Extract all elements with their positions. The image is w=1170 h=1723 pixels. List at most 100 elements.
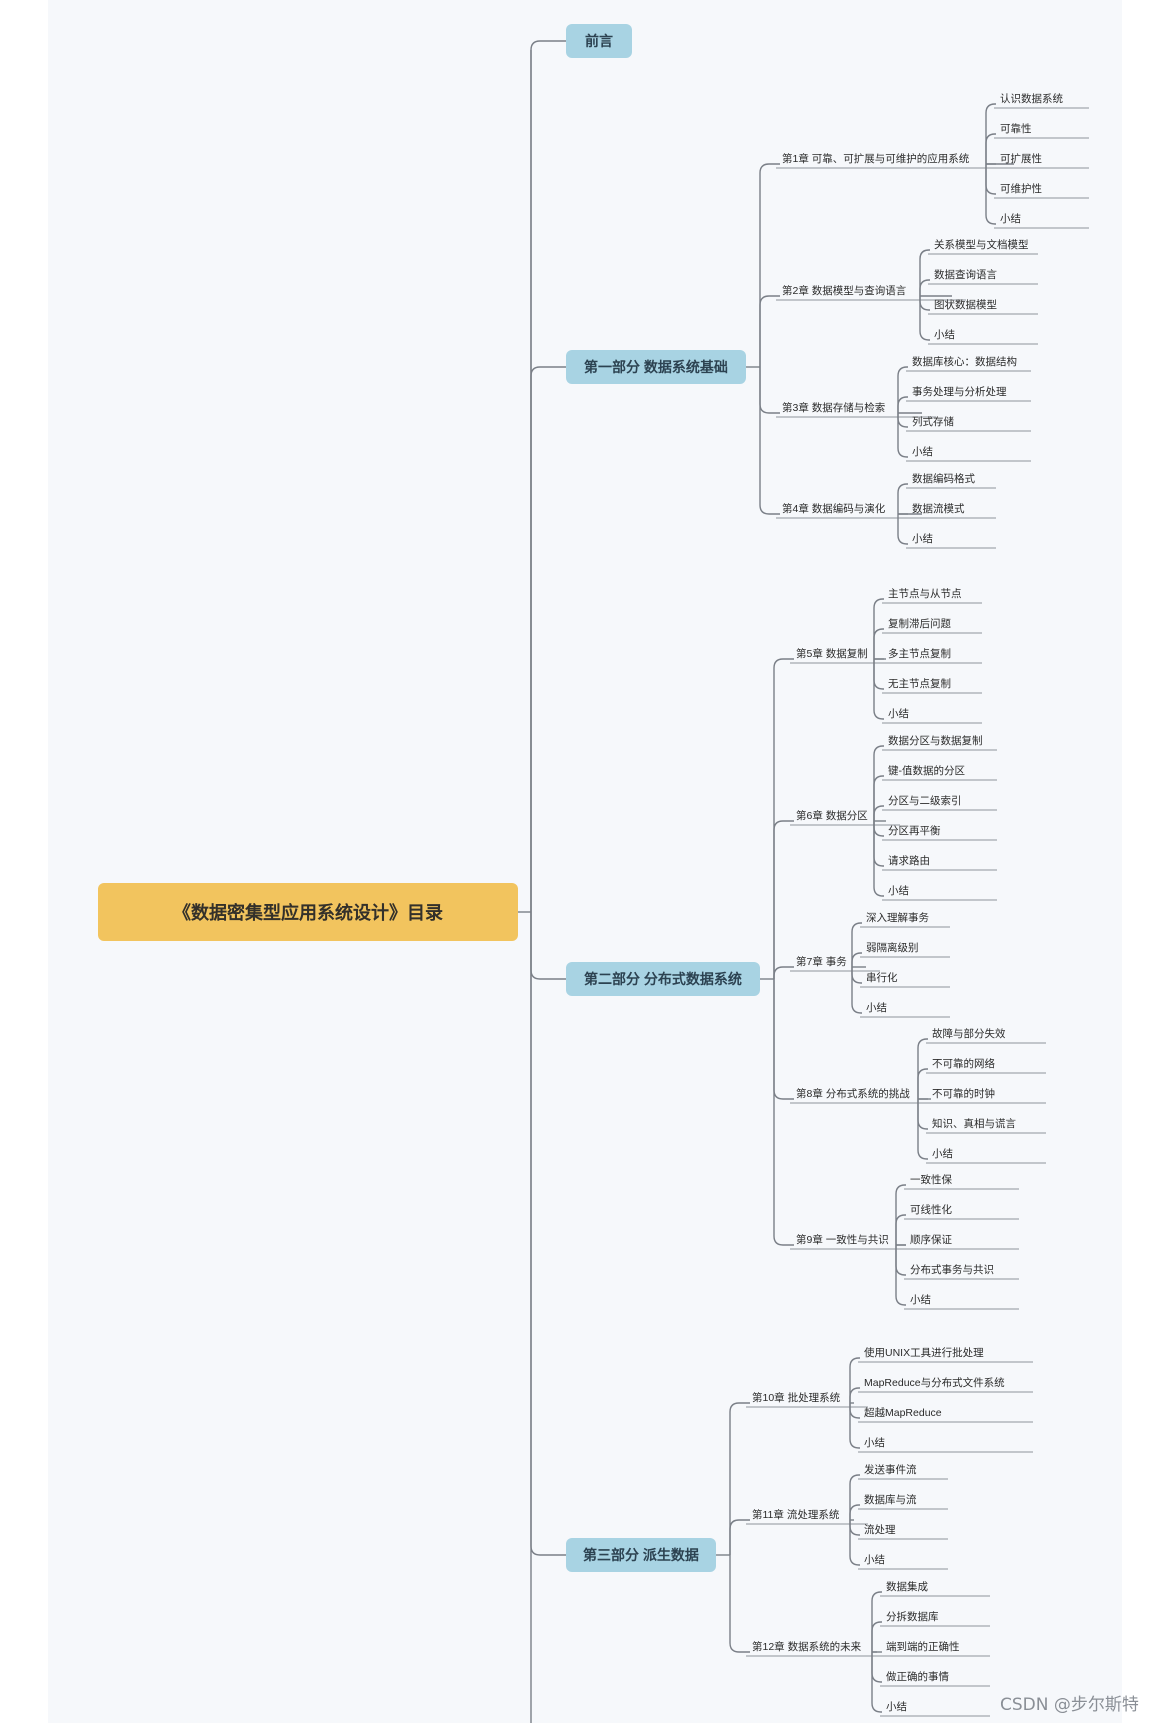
section-node[interactable]: 多主节点复制 (888, 648, 951, 660)
section-node[interactable]: 认识数据系统 (1000, 93, 1063, 105)
chapter-node[interactable]: 第3章 数据存储与检索 (782, 402, 886, 414)
section-node[interactable]: 事务处理与分析处理 (912, 386, 1007, 398)
section-node[interactable]: 深入理解事务 (866, 912, 929, 924)
section-node[interactable]: 分布式事务与共识 (910, 1264, 994, 1276)
section-node[interactable]: 主节点与从节点 (888, 588, 962, 600)
section-node[interactable]: 超越MapReduce (864, 1407, 942, 1419)
connector-section (873, 775, 884, 821)
section-node[interactable]: 数据查询语言 (934, 269, 997, 281)
section-node[interactable]: 数据库与流 (864, 1494, 917, 1506)
section-node[interactable]: 键-值数据的分区 (888, 765, 965, 777)
section-node[interactable]: 弱隔离级别 (866, 942, 919, 954)
section-node[interactable]: 做正确的事情 (886, 1671, 949, 1683)
connector-section (871, 1621, 882, 1652)
part-node-2[interactable]: 第二部分 分布式数据系统 (566, 962, 760, 996)
connector-part-2 (530, 912, 566, 980)
section-node[interactable]: 可线性化 (910, 1204, 952, 1216)
connector-chapter (759, 367, 780, 515)
preface-node[interactable]: 前言 (566, 24, 632, 58)
section-node[interactable]: 小结 (864, 1554, 885, 1566)
part-node-3[interactable]: 第三部分 派生数据 (566, 1538, 716, 1572)
connector-chapter (729, 1519, 750, 1555)
section-node[interactable]: 请求路由 (888, 855, 930, 867)
connector-section (849, 1520, 860, 1536)
connector-section (985, 133, 996, 164)
section-node[interactable]: 无主节点复制 (888, 678, 951, 690)
section-node[interactable]: 小结 (864, 1437, 885, 1449)
connector-section (851, 967, 862, 1014)
section-node[interactable]: 小结 (1000, 213, 1021, 225)
section-node[interactable]: 端到端的正确性 (886, 1641, 960, 1653)
part-node-1[interactable]: 第一部分 数据系统基础 (566, 350, 746, 384)
chapter-node[interactable]: 第11章 流处理系统 (752, 1509, 840, 1521)
connector-section (985, 103, 996, 164)
section-node[interactable]: 数据集成 (886, 1581, 928, 1593)
section-node[interactable]: 小结 (886, 1701, 907, 1713)
section-node[interactable]: 小结 (934, 329, 955, 341)
section-node[interactable]: 流处理 (864, 1524, 896, 1536)
connector-section (873, 821, 884, 837)
chapter-node[interactable]: 第8章 分布式系统的挑战 (796, 1088, 910, 1100)
chapter-node[interactable]: 第5章 数据复制 (796, 648, 868, 660)
section-node[interactable]: 串行化 (866, 972, 898, 984)
section-node[interactable]: 可靠性 (1000, 123, 1032, 135)
connector-chapter (773, 966, 794, 979)
section-node[interactable]: 小结 (866, 1002, 887, 1014)
section-node[interactable]: 关系模型与文档模型 (934, 239, 1029, 251)
section-node[interactable]: 知识、真相与谎言 (932, 1118, 1016, 1130)
connector-chapter (729, 1555, 750, 1653)
connector-section (873, 821, 884, 897)
section-node[interactable]: 可扩展性 (1000, 153, 1042, 165)
connector-section (871, 1591, 882, 1652)
connector-section (897, 366, 908, 413)
connector-section (895, 1245, 906, 1306)
section-node[interactable]: 小结 (932, 1148, 953, 1160)
connector-section (985, 164, 996, 225)
chapter-node[interactable]: 第6章 数据分区 (796, 810, 868, 822)
section-node[interactable]: 使用UNIX工具进行批处理 (864, 1347, 984, 1359)
section-node[interactable]: 故障与部分失效 (932, 1028, 1006, 1040)
connector-chapter (773, 820, 794, 979)
section-node[interactable]: 数据分区与数据复制 (888, 735, 983, 747)
section-node[interactable]: 小结 (888, 708, 909, 720)
connector-section (897, 396, 908, 413)
chapter-node[interactable]: 第4章 数据编码与演化 (782, 503, 886, 515)
chapter-node[interactable]: 第12章 数据系统的未来 (752, 1641, 862, 1653)
section-node[interactable]: 分区与二级索引 (888, 795, 962, 807)
connector-section (897, 413, 908, 428)
section-node[interactable]: 分区再平衡 (888, 825, 941, 837)
section-node[interactable]: 数据流模式 (912, 503, 965, 515)
section-node[interactable]: 小结 (910, 1294, 931, 1306)
connector-section (851, 922, 862, 967)
section-node[interactable]: 不可靠的网络 (932, 1058, 995, 1070)
section-node[interactable]: 不可靠的时钟 (932, 1088, 995, 1100)
chapter-node[interactable]: 第9章 一致性与共识 (796, 1234, 889, 1246)
connector-section (897, 483, 908, 514)
section-node[interactable]: 复制滞后问题 (888, 618, 951, 630)
chapter-node[interactable]: 第10章 批处理系统 (752, 1392, 841, 1404)
chapter-node[interactable]: 第2章 数据模型与查询语言 (782, 285, 907, 297)
section-node[interactable]: 发送事件流 (864, 1464, 917, 1476)
connector-section (873, 805, 884, 821)
section-node[interactable]: 数据编码格式 (912, 473, 975, 485)
connector-section (919, 249, 930, 296)
section-node[interactable]: 可维护性 (1000, 183, 1042, 195)
section-node[interactable]: 小结 (912, 533, 933, 545)
section-node[interactable]: 小结 (912, 446, 933, 458)
connector-section (873, 659, 884, 720)
section-node[interactable]: 图状数据模型 (934, 299, 997, 311)
section-node[interactable]: 小结 (888, 885, 909, 897)
section-node[interactable]: 顺序保证 (910, 1234, 952, 1246)
chapter-node[interactable]: 第7章 事务 (796, 956, 847, 968)
connector-section (873, 821, 884, 867)
root-node[interactable]: 《数据密集型应用系统设计》目录 (98, 883, 518, 941)
section-node[interactable]: MapReduce与分布式文件系统 (864, 1377, 1005, 1389)
section-node[interactable]: 数据库核心：数据结构 (912, 356, 1017, 368)
section-node[interactable]: 分拆数据库 (886, 1611, 939, 1623)
section-node[interactable]: 一致性保 (910, 1174, 952, 1186)
connector-chapter (759, 295, 780, 367)
connector-part-3 (530, 912, 566, 1556)
chapter-node[interactable]: 第1章 可靠、可扩展与可维护的应用系统 (782, 153, 970, 165)
section-node[interactable]: 列式存储 (912, 416, 954, 428)
